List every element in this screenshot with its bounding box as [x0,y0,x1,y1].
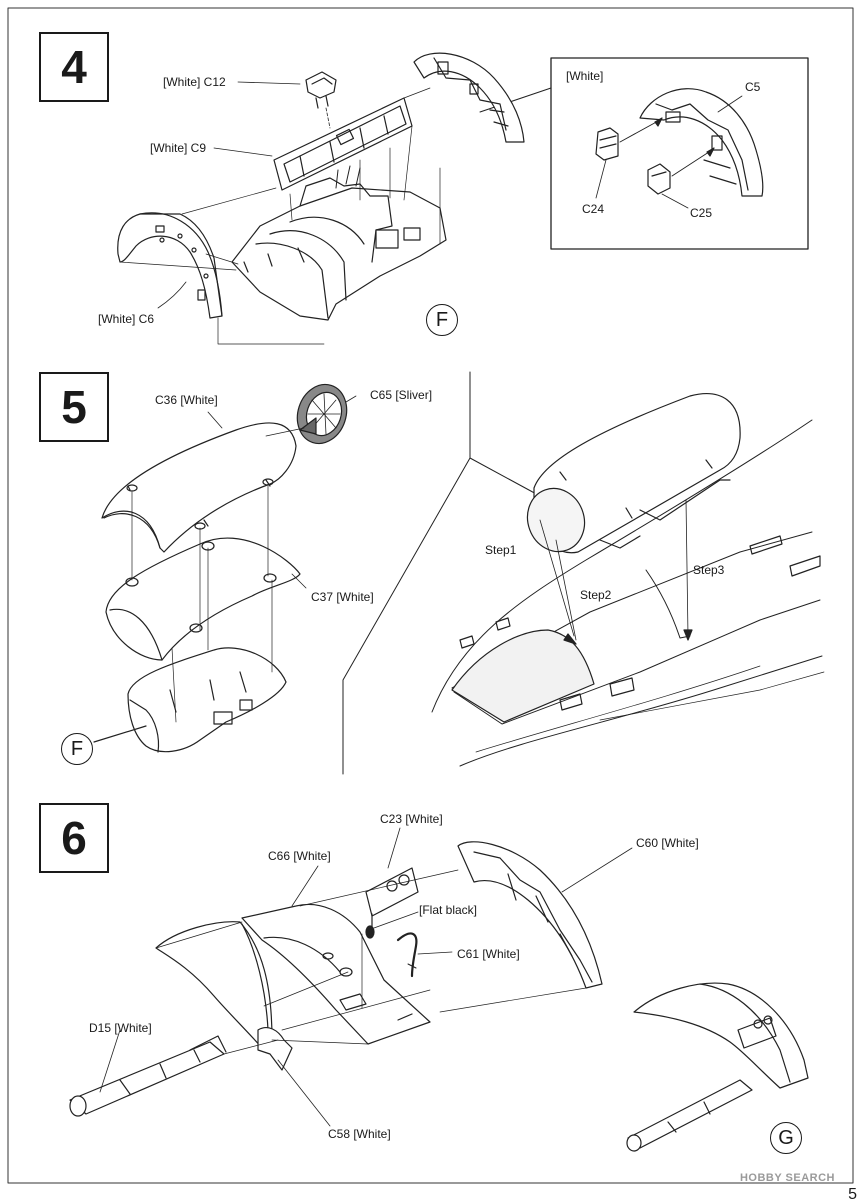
label-c5: C5 [745,80,761,94]
label-flat-black: [Flat black] [419,903,478,917]
part-c6-drawing [117,212,223,319]
part-f-lower-tub-drawing [127,647,287,753]
detail-inset-frame [550,57,809,250]
part-rear-frame-drawing [413,52,525,143]
label-c36: C36 [White] [155,393,218,407]
inset-c24-drawing [595,127,619,161]
label-c6: [White] C6 [98,312,155,326]
hobby-search-watermark: HOBBY SEARCH [739,1172,835,1184]
step-6-number: 6 [39,803,109,873]
subassembly-f-marker: F [426,304,458,336]
inset-c25-drawing [647,163,671,195]
label-c12: [White] C12 [163,75,226,89]
part-c37-drawing [105,537,301,661]
label-c23: C23 [White] [380,812,443,826]
subassembly-g-marker: G [770,1122,802,1154]
label-step2: Step2 [580,588,612,602]
label-c58: C58 [White] [328,1127,391,1141]
page-number: 5 [848,1186,857,1200]
label-c66: C66 [White] [268,849,331,863]
assembly-lines-fuselage [539,499,689,641]
label-inset-white: [White] [566,69,604,83]
step5-divider [342,371,471,775]
assembly-lines-step5 [131,427,305,723]
part-c12-drawing [305,71,337,109]
part-cockpit-tub-drawing [231,165,447,321]
part-c61-drawing [396,932,418,978]
assembly-lines-step4 [119,87,441,345]
label-c25: C25 [690,206,713,220]
label-step3: Step3 [693,563,725,577]
part-c65-fan-drawing [296,383,348,445]
label-c60: C60 [White] [636,836,699,850]
assembly-lines-step6 [155,869,587,1055]
assembled-tub-drawing [526,393,741,554]
label-step1: Step1 [485,543,517,557]
fuselage-step5-drawing [431,419,825,767]
leader-c6 [157,281,187,309]
label-c24: C24 [582,202,605,216]
part-c58-drawing [257,1027,293,1071]
part-c36-drawing [101,422,297,553]
part-c60-drawing [457,841,603,989]
assembly-g-drawing [626,982,809,1152]
inset-c5-drawing [639,88,764,197]
leader-c9 [213,147,273,157]
page-frame [7,7,854,1184]
leader-c12 [237,81,301,85]
label-c9: [White] C9 [150,141,207,155]
part-c9-drawing [273,97,413,191]
step-5-number: 5 [39,372,109,442]
label-c37: C37 [White] [311,590,374,604]
inset-connector [479,87,552,113]
part-c23-drawing [365,867,419,939]
part-d15-drawing [69,1035,227,1117]
step-4-number: 4 [39,32,109,102]
label-c65: C65 [Sliver] [370,388,433,402]
subassembly-f-marker-step5: F [61,733,93,765]
part-left-wall-drawing [155,921,273,1051]
label-d15: D15 [White] [89,1021,152,1035]
label-c61: C61 [White] [457,947,520,961]
